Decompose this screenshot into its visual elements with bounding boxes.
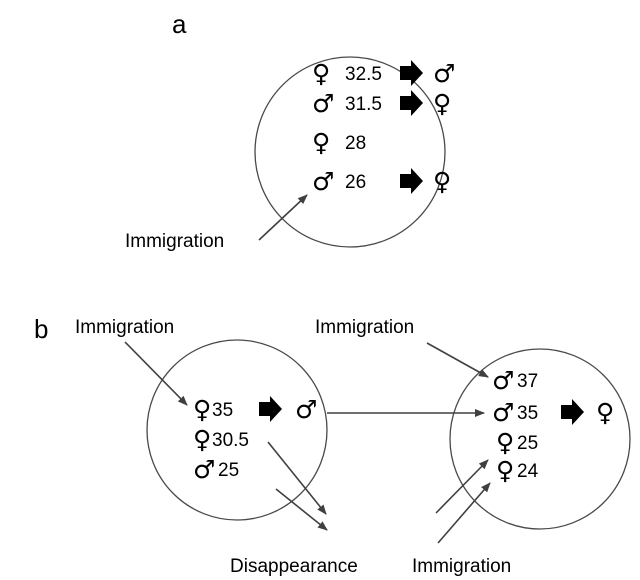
- panel-a-row4-new-sex-symbol: ♀: [433, 167, 451, 196]
- panel-b-immigration-arrow-left: [124, 341, 188, 406]
- panel-b-right-row2-new-sex-symbol: ♀: [596, 398, 614, 427]
- panel-a-row4-value: 26: [345, 172, 366, 193]
- panel-b-right-row4-sex-symbol: ♀: [496, 456, 514, 485]
- panel-a-row3-sex-symbol: ♀: [312, 128, 330, 157]
- sex-change-arrow-icon: [400, 60, 423, 86]
- panel-b-label: b: [34, 314, 48, 344]
- panel-b-left-row3-value: 25: [218, 460, 239, 481]
- panel-b-right-row3-sex-symbol: ♀: [496, 428, 514, 457]
- panel-b-left-row1-value: 35: [212, 400, 233, 421]
- panel-b-right-row4-value: 24: [517, 461, 539, 482]
- panel-b-immigration-left-label: Immigration: [75, 317, 174, 338]
- panel-a-row2-value: 31.5: [345, 94, 382, 115]
- panel-b-right-group-circle: [449, 348, 631, 530]
- panel-a-row1-sex-symbol: ♀: [312, 59, 330, 88]
- panel-a-row3-value: 28: [345, 133, 366, 154]
- panel-b-right-row1-sex-symbol: ♂: [492, 366, 514, 395]
- panel-b-immigration-bottom-arrow-2: [437, 482, 491, 544]
- panel-a-row2-sex-symbol: ♂: [312, 89, 334, 118]
- sex-change-arrow-icon: [400, 90, 423, 116]
- panel-b-immigration-right-label: Immigration: [315, 317, 414, 338]
- panel-b-immigration-bottom-label: Immigration: [412, 556, 511, 577]
- panel-b-immigration-bottom-arrow-1: [435, 459, 489, 514]
- sex-change-arrow-icon: [259, 396, 282, 422]
- sex-change-arrow-icon: [561, 399, 584, 425]
- panel-b-left-group-circle: [146, 339, 328, 521]
- panel-b-left-row2-value: 30.5: [212, 430, 249, 451]
- panel-b-left-row3-sex-symbol: ♂: [193, 455, 215, 484]
- panel-b-right-row1-value: 37: [517, 371, 538, 392]
- panel-a-group-circle: [254, 56, 446, 248]
- panel-b-right-row2-value: 35: [517, 403, 538, 424]
- panel-b-left-row2-sex-symbol: ♀: [193, 425, 211, 454]
- panel-b-left-row1-new-sex-symbol: ♂: [295, 395, 317, 424]
- panel-b-disappearance-arrow-2: [275, 488, 328, 531]
- panel-b-right-row3-value: 25: [517, 433, 538, 454]
- panel-b-immigration-arrow-right: [426, 342, 489, 378]
- panel-b-right-row2-sex-symbol: ♂: [492, 398, 514, 427]
- panel-a-label: a: [172, 9, 187, 39]
- panel-b-left-row1-sex-symbol: ♀: [193, 395, 211, 424]
- panel-b-disappearance-arrow-1: [267, 441, 327, 515]
- panel-a-immigration-label: Immigration: [125, 231, 224, 252]
- panel-b-disappearance-label: Disappearance: [230, 556, 358, 577]
- panel-a-immigration-arrow: [258, 194, 308, 241]
- panel-a-row1-value: 32.5: [345, 64, 382, 85]
- panel-a-row2-new-sex-symbol: ♀: [433, 89, 451, 118]
- sex-change-arrow-icon: [400, 168, 423, 194]
- panel-a-row4-sex-symbol: ♂: [312, 167, 334, 196]
- panel-a-row1-new-sex-symbol: ♂: [433, 59, 455, 88]
